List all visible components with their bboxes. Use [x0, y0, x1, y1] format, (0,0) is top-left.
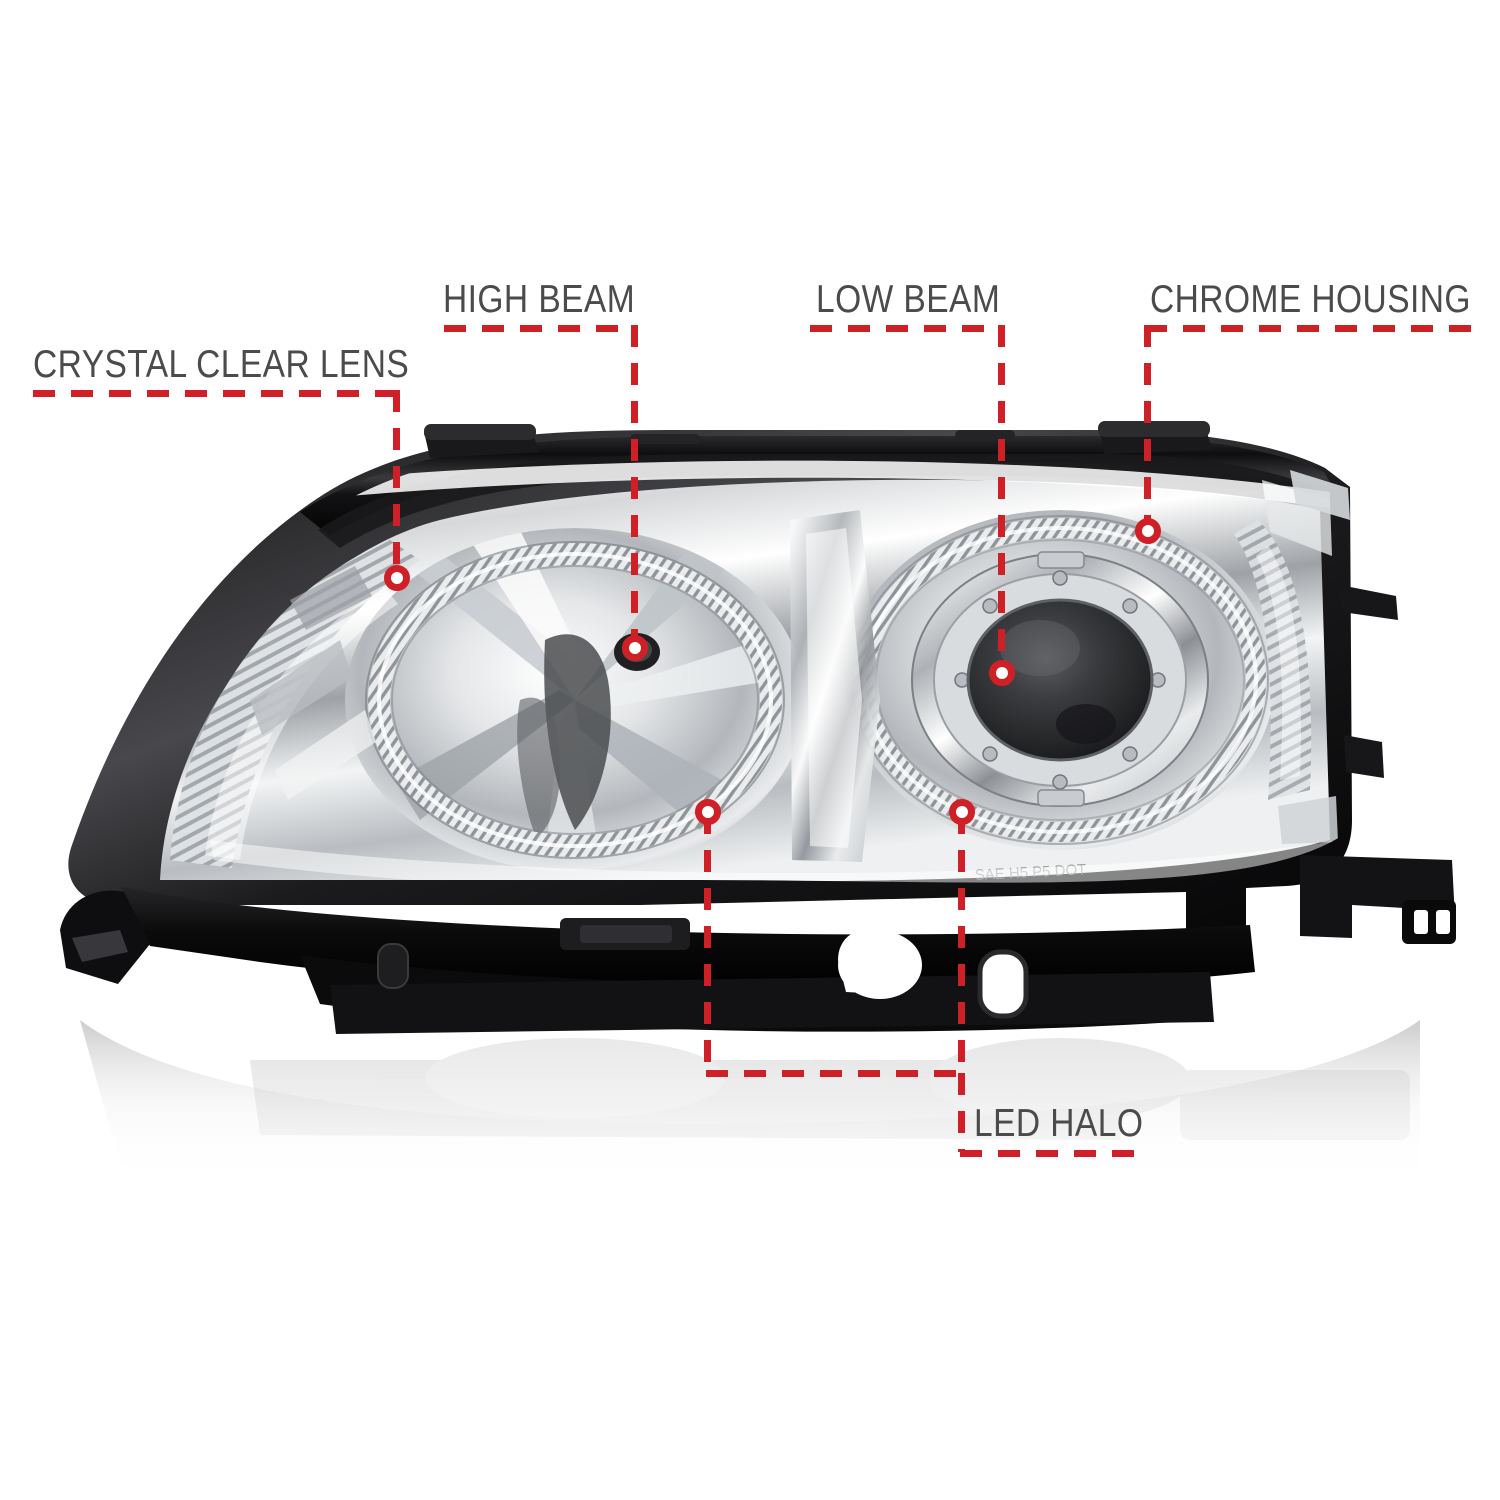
- callout-dot-crystal-clear-lens[interactable]: [384, 565, 410, 591]
- callout-label-led-halo: LED HALO: [974, 1102, 1144, 1145]
- callout-label-chrome-housing: CHROME HOUSING: [1150, 278, 1471, 321]
- callout-dot-high-beam[interactable]: [622, 635, 648, 661]
- callout-dot-chrome-housing[interactable]: [1135, 518, 1161, 544]
- callout-dot-led-halo-left[interactable]: [695, 799, 721, 825]
- callout-label-crystal-clear-lens: CRYSTAL CLEAR LENS: [33, 343, 410, 386]
- callout-dot-led-halo-right[interactable]: [949, 799, 975, 825]
- callout-label-high-beam: HIGH BEAM: [443, 278, 636, 321]
- callout-label-low-beam: LOW BEAM: [816, 278, 1001, 321]
- callout-dot-low-beam[interactable]: [989, 660, 1015, 686]
